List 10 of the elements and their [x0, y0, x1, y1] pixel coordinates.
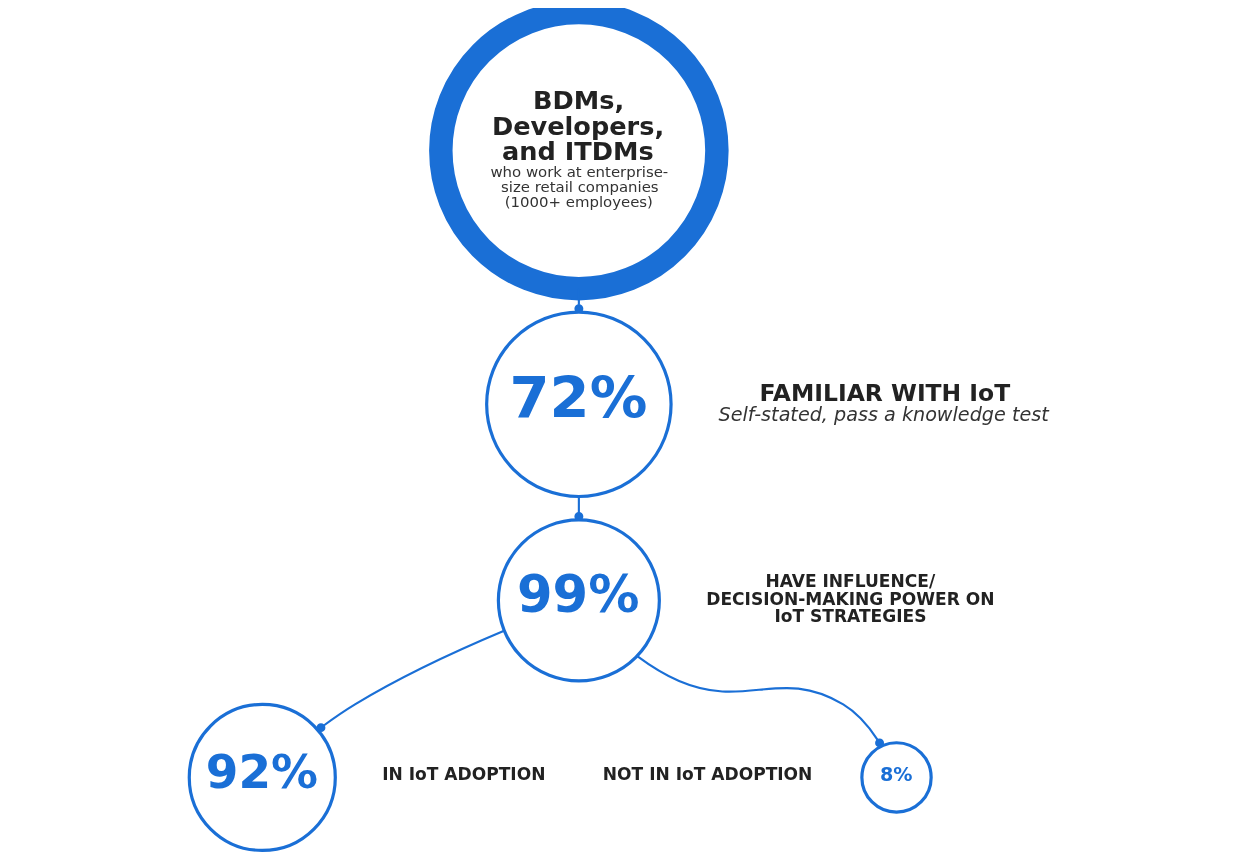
node-circle: 92%: [187, 702, 337, 852]
node-circle: BDMs, Developers, and ITDMs who work at enterprise-size retail companies (1000+ employees): [429, 8, 729, 301]
node-circle: 99%: [496, 518, 661, 683]
node-circle: 72%: [485, 310, 673, 499]
node-label: NOT IN IoT ADOPTION: [602, 764, 813, 785]
node-label: IN IoT ADOPTION: [382, 764, 546, 785]
node-circle: 8%: [860, 741, 933, 814]
node-label: HAVE INFLUENCE/ DECISION-MAKING POWER ON IoT STRATEGIES: [706, 571, 995, 626]
connector: [636, 655, 885, 748]
connector: [316, 629, 505, 733]
